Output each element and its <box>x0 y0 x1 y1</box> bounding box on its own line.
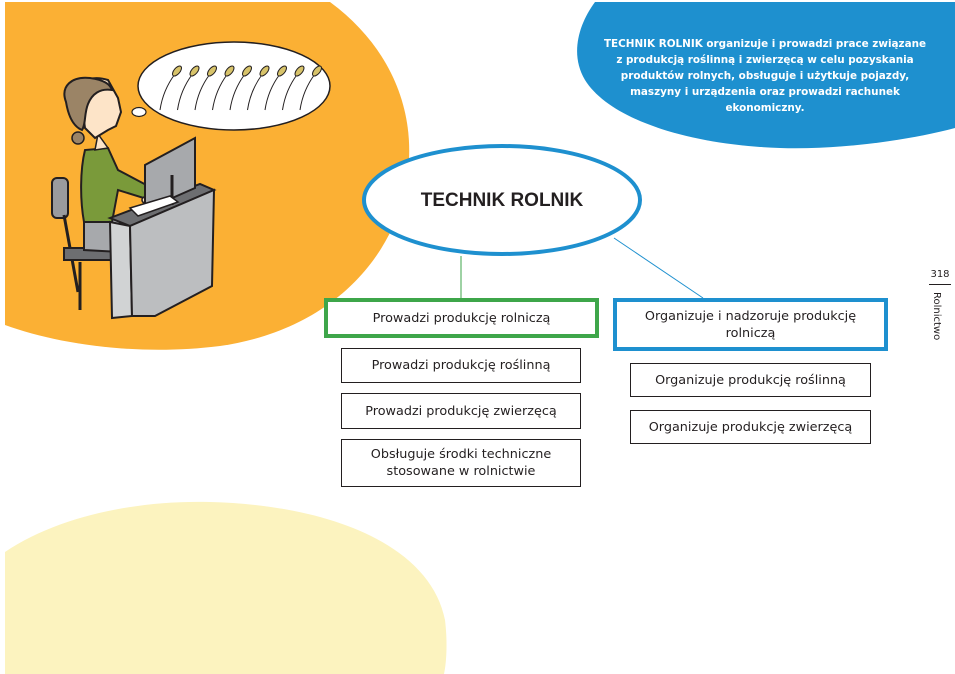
branch-main-production: Prowadzi produkcję rolniczą <box>324 298 599 338</box>
thought-bubble-small <box>131 106 147 118</box>
wheat-ear-icon <box>259 65 270 77</box>
profession-description: TECHNIK ROLNIK organizuje i prowadzi pra… <box>600 36 930 116</box>
branch-main-organization: Organizuje i nadzoruje produkcję rolnicz… <box>613 298 888 351</box>
computer-illustration <box>128 136 196 217</box>
wheat-stem <box>229 73 246 111</box>
branch-child-item: Obsługuje środki techniczne stosowane w … <box>341 439 581 487</box>
branch-child-label: Organizuje produkcję zwierzęcą <box>648 419 853 435</box>
branch-label: Prowadzi produkcję rolniczą <box>372 310 551 326</box>
pale-yellow-blob <box>5 501 447 674</box>
description-text: organizuje i prowadzi prace związane z p… <box>616 38 927 114</box>
branch-child-label: Organizuje produkcję roślinną <box>655 372 846 388</box>
wheat-ear-icon <box>277 65 287 77</box>
wheat-stem <box>264 73 281 111</box>
description-lead: TECHNIK ROLNIK <box>603 38 703 50</box>
wheat-ear-icon <box>242 65 252 77</box>
wheat-ear-icon <box>294 65 305 77</box>
section-label: Rolnictwo <box>931 292 942 341</box>
wheat-ear-icon <box>224 65 235 77</box>
wheat-stem <box>159 73 176 111</box>
wheat-ears <box>159 65 322 111</box>
branch-child-item: Organizuje produkcję zwierzęcą <box>630 410 871 444</box>
thought-bubble <box>137 41 331 131</box>
wheat-stem <box>299 73 316 111</box>
wheat-ear-icon <box>189 65 200 77</box>
branch-label: Organizuje i nadzoruje produkcję rolnicz… <box>644 308 857 341</box>
wheat-ear-icon <box>207 65 217 77</box>
wheat-ear-icon <box>312 65 322 77</box>
wheat-stem <box>212 73 228 111</box>
branch-child-label: Prowadzi produkcję roślinną <box>371 358 551 373</box>
branch-child-item: Prowadzi produkcję roślinną <box>341 348 581 383</box>
wheat-stem <box>194 73 211 111</box>
branch-child-item: Prowadzi produkcję zwierzęcą <box>341 393 581 429</box>
branch-child-label: Obsługuje środki techniczne stosowane w … <box>370 447 552 479</box>
wheat-stem <box>247 73 263 111</box>
center-ellipse <box>362 144 642 256</box>
branch-child-label: Prowadzi produkcję zwierzęcą <box>365 403 557 419</box>
wheat-ear-icon <box>172 65 182 77</box>
branch-child-item: Organizuje produkcję roślinną <box>630 363 871 397</box>
wheat-stem <box>282 73 298 111</box>
page-number: 318 <box>929 269 951 285</box>
center-title: TECHNIK ROLNIK <box>420 189 584 211</box>
blue-blob <box>577 2 955 149</box>
connector-blue <box>613 237 704 299</box>
wheat-stem <box>177 73 193 111</box>
